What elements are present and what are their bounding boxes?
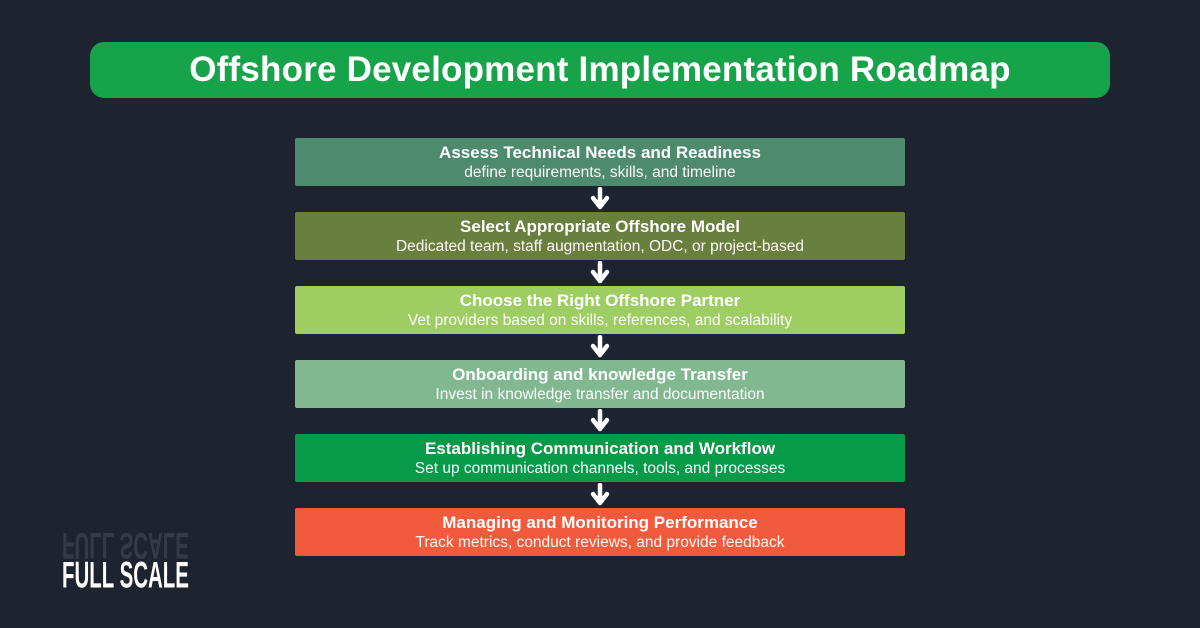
- step-subtitle: Vet providers based on skills, reference…: [407, 311, 793, 329]
- step-subtitle: define requirements, skills, and timelin…: [464, 163, 736, 181]
- down-arrow-icon: [295, 408, 905, 434]
- down-arrow-icon: [295, 334, 905, 360]
- full-scale-logo: FULL SCALE FULL SCALE: [62, 525, 267, 622]
- step-title: Onboarding and knowledge Transfer: [452, 364, 748, 384]
- roadmap-step-1: Assess Technical Needs and Readiness def…: [295, 138, 905, 186]
- roadmap-step-2: Select Appropriate Offshore Model Dedica…: [295, 212, 905, 260]
- down-arrow-icon: [295, 186, 905, 212]
- step-title: Select Appropriate Offshore Model: [460, 216, 740, 236]
- step-subtitle: Track metrics, conduct reviews, and prov…: [415, 533, 785, 551]
- roadmap-flow: Assess Technical Needs and Readiness def…: [295, 138, 905, 556]
- step-title: Assess Technical Needs and Readiness: [439, 142, 761, 162]
- step-title: Choose the Right Offshore Partner: [459, 290, 741, 310]
- step-subtitle: Set up communication channels, tools, an…: [414, 459, 786, 477]
- title-banner: Offshore Development Implementation Road…: [90, 42, 1110, 98]
- logo-reflection: FULL SCALE: [62, 525, 189, 567]
- roadmap-step-5: Establishing Communication and Workflow …: [295, 434, 905, 482]
- page-title: Offshore Development Implementation Road…: [189, 50, 1011, 89]
- step-title: Establishing Communication and Workflow: [424, 438, 776, 458]
- step-title: Managing and Monitoring Performance: [442, 512, 758, 532]
- down-arrow-icon: [295, 482, 905, 508]
- logo-text: FULL SCALE: [62, 553, 189, 596]
- step-subtitle: Invest in knowledge transfer and documen…: [435, 385, 765, 403]
- roadmap-step-4: Onboarding and knowledge Transfer Invest…: [295, 360, 905, 408]
- step-subtitle: Dedicated team, staff augmentation, ODC,…: [395, 237, 805, 255]
- roadmap-step-6: Managing and Monitoring Performance Trac…: [295, 508, 905, 556]
- roadmap-step-3: Choose the Right Offshore Partner Vet pr…: [295, 286, 905, 334]
- down-arrow-icon: [295, 260, 905, 286]
